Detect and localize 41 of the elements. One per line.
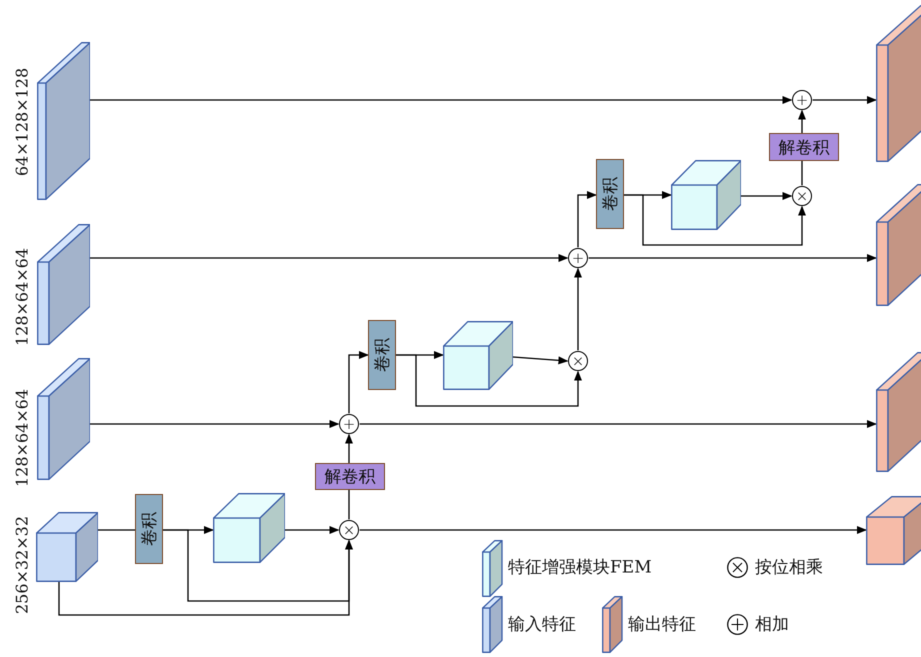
- operator-circle: +: [339, 414, 359, 434]
- connector-line: [98, 529, 135, 531]
- operator-circle: ×: [339, 520, 359, 540]
- arrow: [90, 96, 792, 104]
- legend-label: 特征增强模块FEM: [508, 556, 652, 578]
- arrow: [396, 354, 582, 407]
- conv-box: 卷积: [368, 320, 396, 390]
- arrow: [512, 356, 568, 364]
- size-label: 128×64×64: [12, 248, 32, 346]
- operator-circle: +: [792, 90, 812, 110]
- arrow: [360, 420, 877, 428]
- arrow: [360, 526, 867, 534]
- arrow: [624, 194, 806, 246]
- arrow: [58, 540, 353, 616]
- arrow: [574, 268, 582, 350]
- size-label: 128×64×64: [12, 388, 32, 488]
- legend-label: 输入特征: [508, 614, 576, 636]
- arrow: [348, 351, 369, 414]
- arrow: [90, 420, 340, 428]
- arrow: [812, 96, 877, 104]
- size-label: 64×128×128: [12, 68, 32, 176]
- deconv-box: 解卷积: [315, 463, 385, 490]
- legend-label: 相加: [755, 614, 789, 636]
- arrow: [798, 110, 806, 133]
- deconv-box: 解卷积: [769, 133, 839, 161]
- connector-line: [348, 490, 350, 520]
- size-label: 256×32×32: [12, 516, 32, 614]
- conv-box: 卷积: [596, 159, 624, 229]
- operator-circle: +: [568, 248, 588, 268]
- arrow: [90, 254, 568, 262]
- arrow: [577, 191, 597, 248]
- arrow: [345, 434, 353, 463]
- operator-circle: ×: [792, 186, 812, 206]
- arrow: [741, 192, 792, 200]
- conv-box: 卷积: [135, 494, 163, 564]
- operator-circle: ×: [568, 351, 588, 371]
- legend-label: 按位相乘: [755, 556, 823, 578]
- arrow: [588, 254, 877, 262]
- legend-label: 输出特征: [628, 614, 696, 636]
- connector-line: [801, 161, 803, 186]
- arrow: [285, 526, 340, 534]
